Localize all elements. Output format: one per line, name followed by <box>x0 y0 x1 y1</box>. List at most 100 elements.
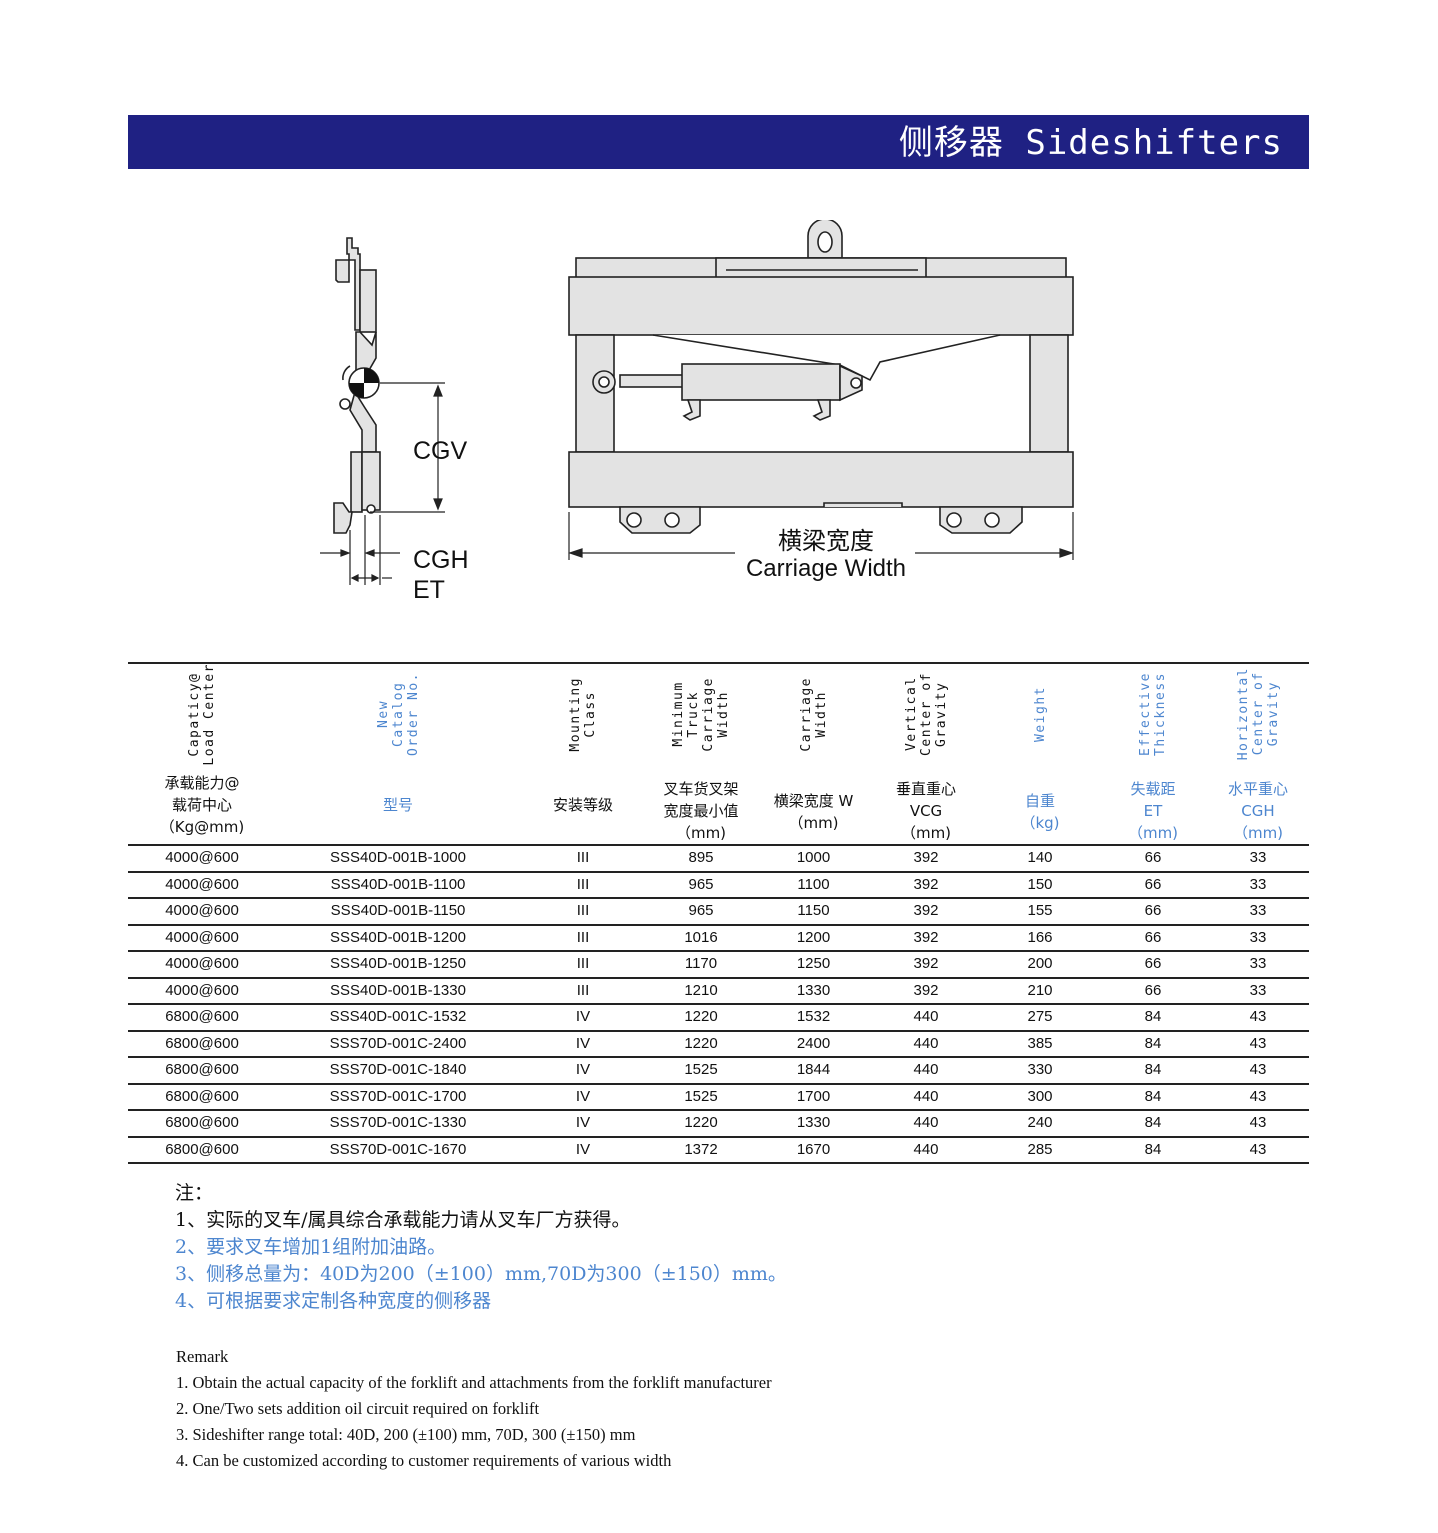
carriage-width-label-zh: 横梁宽度 <box>778 528 874 555</box>
cell-min-carriage-width: 1372 <box>646 1136 756 1164</box>
cell-mounting-class: IV <box>520 1136 646 1164</box>
cell-vcg: 440 <box>871 1083 981 1111</box>
cell-weight: 330 <box>981 1057 1099 1085</box>
cell-et: 84 <box>1099 1057 1207 1085</box>
carriage-width-dimension <box>568 512 1074 560</box>
notes-zh-item: 4、可根据要求定制各种宽度的侧移器 <box>175 1290 492 1312</box>
cell-capacity: 6800@600 <box>128 1083 276 1111</box>
sideshifter-diagram: CGV CGH ET <box>300 220 1100 610</box>
col-mounting-class-zh: 安装等级 <box>552 796 613 814</box>
cell-mounting-class: III <box>520 871 646 899</box>
col-cgh: Horizontal Center of Gravity 水平重心 CGH （m… <box>1207 662 1309 846</box>
cell-et: 84 <box>1099 1136 1207 1164</box>
cell-capacity: 6800@600 <box>128 1110 276 1138</box>
col-et-en: Effective Thickness <box>1138 672 1168 756</box>
cell-et: 84 <box>1099 1083 1207 1111</box>
cell-carriage-width: 1200 <box>756 924 871 952</box>
cell-cgh: 33 <box>1207 977 1309 1005</box>
page-title: 侧移器 Sideshifters <box>898 123 1283 163</box>
cell-model: SSS70D-001C-1840 <box>276 1057 520 1085</box>
cell-et: 84 <box>1099 1030 1207 1058</box>
cell-mounting-class: III <box>520 845 646 873</box>
cell-et: 66 <box>1099 924 1207 952</box>
cell-cgh: 43 <box>1207 1004 1309 1032</box>
col-weight: Weight 自重 （kg) <box>981 662 1099 846</box>
cell-capacity: 4000@600 <box>128 871 276 899</box>
notes-en-item: 1. Obtain the actual capacity of the for… <box>176 1373 772 1392</box>
cell-mounting-class: III <box>520 951 646 979</box>
cell-vcg: 392 <box>871 898 981 926</box>
cell-min-carriage-width: 965 <box>646 898 756 926</box>
col-cgh-en: Horizontal Center of Gravity <box>1235 667 1281 761</box>
cell-carriage-width: 2400 <box>756 1030 871 1058</box>
cell-vcg: 392 <box>871 977 981 1005</box>
cell-carriage-width: 1700 <box>756 1083 871 1111</box>
cell-model: SSS40D-001B-1200 <box>276 924 520 952</box>
cell-model: SSS40D-001C-1532 <box>276 1004 520 1032</box>
cell-weight: 385 <box>981 1030 1099 1058</box>
table-header-row: Capaticy@ Load Center 承载能力@ 载荷中心 （Kg@mm)… <box>128 662 1309 846</box>
cell-weight: 150 <box>981 871 1099 899</box>
col-et-zh: 失载距 ET （mm) <box>1127 780 1179 842</box>
cell-cgh: 43 <box>1207 1136 1309 1164</box>
col-vcg-zh: 垂直重心 VCG （mm) <box>895 780 956 842</box>
cell-capacity: 4000@600 <box>128 951 276 979</box>
notes-en: Remark 1. Obtain the actual capacity of … <box>176 1344 772 1474</box>
col-model-en: New Catalog Order No. <box>375 672 421 756</box>
cell-vcg: 392 <box>871 951 981 979</box>
center-of-gravity-icon <box>348 367 380 399</box>
col-min-carriage-width-zh: 叉车货叉架 宽度最小值 （mm) <box>663 780 739 842</box>
cell-weight: 200 <box>981 951 1099 979</box>
cell-vcg: 440 <box>871 1110 981 1138</box>
cell-min-carriage-width: 1016 <box>646 924 756 952</box>
col-vcg-en: Vertical Center of Gravity <box>903 672 949 756</box>
notes-zh-item: 2、要求叉车增加1组附加油路。 <box>175 1236 447 1258</box>
col-vcg: Vertical Center of Gravity 垂直重心 VCG （mm) <box>871 662 981 846</box>
cell-carriage-width: 1670 <box>756 1136 871 1164</box>
cell-weight: 210 <box>981 977 1099 1005</box>
cell-cgh: 43 <box>1207 1030 1309 1058</box>
col-weight-zh: 自重 （kg) <box>1020 792 1060 832</box>
notes-zh-item: 1、实际的叉车/属具综合承载能力请从叉车厂方获得。 <box>175 1209 631 1231</box>
cell-et: 66 <box>1099 977 1207 1005</box>
cell-mounting-class: III <box>520 977 646 1005</box>
cell-weight: 275 <box>981 1004 1099 1032</box>
cell-carriage-width: 1250 <box>756 951 871 979</box>
cell-capacity: 4000@600 <box>128 977 276 1005</box>
cell-model: SSS40D-001B-1100 <box>276 871 520 899</box>
cell-min-carriage-width: 1525 <box>646 1083 756 1111</box>
cell-min-carriage-width: 1220 <box>646 1004 756 1032</box>
col-weight-en: Weight <box>1032 686 1048 742</box>
cell-model: SSS70D-001C-1700 <box>276 1083 520 1111</box>
cell-capacity: 6800@600 <box>128 1004 276 1032</box>
cell-vcg: 440 <box>871 1136 981 1164</box>
cell-model: SSS40D-001B-1330 <box>276 977 520 1005</box>
cell-et: 66 <box>1099 951 1207 979</box>
cell-weight: 155 <box>981 898 1099 926</box>
col-carriage-width-en: Carriage Width <box>798 676 829 752</box>
cell-min-carriage-width: 1220 <box>646 1030 756 1058</box>
cell-carriage-width: 1330 <box>756 1110 871 1138</box>
cell-cgh: 43 <box>1207 1110 1309 1138</box>
cell-min-carriage-width: 1525 <box>646 1057 756 1085</box>
cell-cgh: 33 <box>1207 924 1309 952</box>
cell-min-carriage-width: 965 <box>646 871 756 899</box>
col-min-carriage-width-en: Minimum Truck Carriage Width <box>671 676 731 752</box>
notes-en-heading: Remark <box>176 1347 229 1366</box>
cell-capacity: 4000@600 <box>128 924 276 952</box>
notes-en-item: 4. Can be customized according to custom… <box>176 1451 672 1470</box>
cell-vcg: 440 <box>871 1057 981 1085</box>
cell-et: 66 <box>1099 871 1207 899</box>
cell-carriage-width: 1330 <box>756 977 871 1005</box>
col-mounting-class: Mounting Class 安装等级 <box>520 662 646 846</box>
cell-weight: 300 <box>981 1083 1099 1111</box>
cgv-label: CGV <box>413 437 468 465</box>
